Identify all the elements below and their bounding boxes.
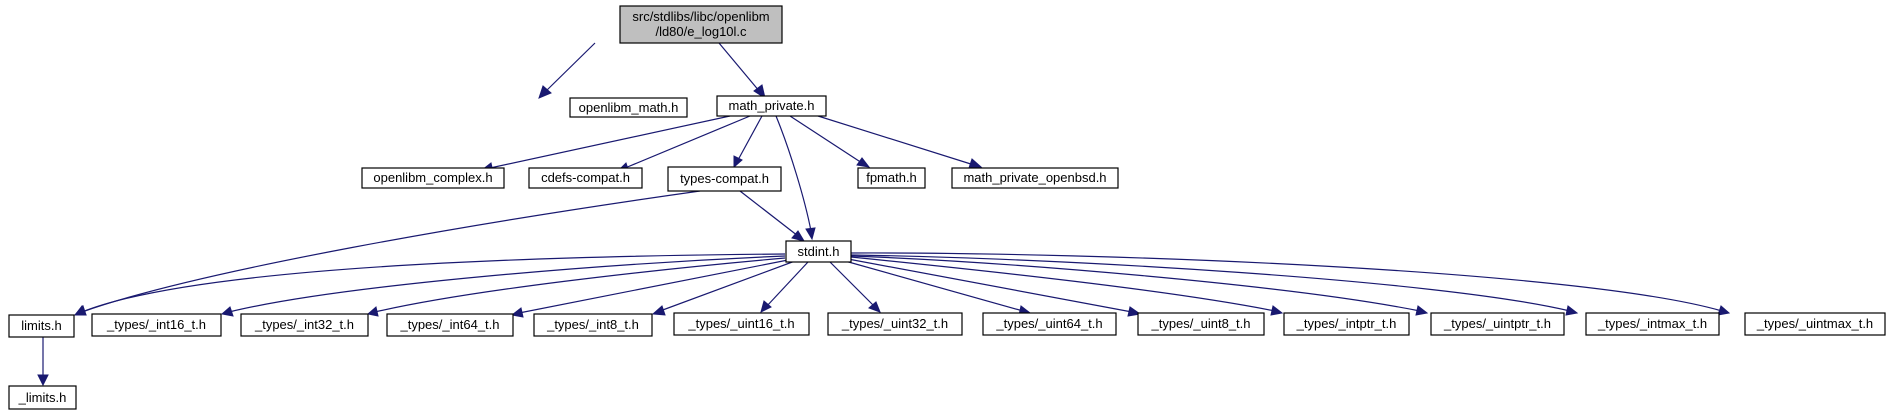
svg-text:fpmath.h: fpmath.h bbox=[866, 170, 917, 185]
edge-stdint-to-limits bbox=[73, 253, 786, 316]
svg-text:_types/_uintptr_t.h: _types/_uintptr_t.h bbox=[1443, 316, 1551, 331]
node-openlibm-complex-h[interactable]: openlibm_complex.h bbox=[361, 167, 505, 189]
node-int16-t-h[interactable]: _types/_int16_t.h bbox=[91, 313, 222, 337]
edge-math-private-to-stdint bbox=[775, 115, 816, 241]
svg-text:openlibm_math.h: openlibm_math.h bbox=[579, 100, 679, 115]
svg-text:/ld80/e_log10l.c: /ld80/e_log10l.c bbox=[655, 24, 747, 39]
edge-math-private-to-fpmath bbox=[789, 115, 871, 168]
node-math-private-openbsd-h[interactable]: math_private_openbsd.h bbox=[951, 167, 1119, 189]
edge-stdint-to-int64 bbox=[510, 259, 789, 318]
node-uint8-t-h[interactable]: _types/_uint8_t.h bbox=[1137, 312, 1265, 336]
node-int32-t-h[interactable]: _types/_int32_t.h bbox=[240, 313, 369, 337]
node-int64-t-h[interactable]: _types/_int64_t.h bbox=[386, 313, 514, 337]
node-root-file: src/stdlibs/libc/openlibm /ld80/e_log10l… bbox=[619, 5, 783, 44]
edge-limits-to-_limits bbox=[37, 337, 49, 387]
svg-text:_types/_uintmax_t.h: _types/_uintmax_t.h bbox=[1756, 316, 1873, 331]
edge-stdint-to-uint16 bbox=[760, 261, 809, 313]
svg-text:math_private.h: math_private.h bbox=[729, 98, 815, 113]
node-openlibm-math-h[interactable]: openlibm_math.h bbox=[569, 97, 688, 118]
svg-text:limits.h: limits.h bbox=[21, 318, 61, 333]
svg-text:_types/_int16_t.h: _types/_int16_t.h bbox=[106, 317, 206, 332]
edge-root-to-math-private bbox=[718, 42, 766, 100]
node-limits-h[interactable]: limits.h bbox=[8, 314, 75, 338]
edge-stdint-to-intmax bbox=[850, 254, 1579, 316]
svg-text:_types/_uint32_t.h: _types/_uint32_t.h bbox=[841, 316, 948, 331]
node-uint64-t-h[interactable]: _types/_uint64_t.h bbox=[982, 312, 1117, 336]
svg-text:src/stdlibs/libc/openlibm: src/stdlibs/libc/openlibm bbox=[632, 9, 769, 24]
node-stdint-h[interactable]: stdint.h bbox=[785, 240, 852, 263]
svg-text:_types/_uint64_t.h: _types/_uint64_t.h bbox=[995, 316, 1102, 331]
svg-text:math_private_openbsd.h: math_private_openbsd.h bbox=[963, 170, 1106, 185]
edge-root-to-openlibm-math bbox=[538, 42, 596, 99]
svg-text:cdefs-compat.h: cdefs-compat.h bbox=[541, 170, 630, 185]
edge-stdint-to-uintptr bbox=[850, 255, 1429, 316]
node-uint32-t-h[interactable]: _types/_uint32_t.h bbox=[827, 312, 963, 336]
edge-stdint-to-int8 bbox=[651, 260, 796, 316]
node-cdefs-compat-h[interactable]: cdefs-compat.h bbox=[528, 167, 643, 189]
node-intptr-t-h[interactable]: _types/_intptr_t.h bbox=[1283, 312, 1410, 336]
edge-math-private-to-cdefs-compat bbox=[616, 115, 751, 173]
svg-text:_types/_intmax_t.h: _types/_intmax_t.h bbox=[1597, 316, 1707, 331]
edge-stdint-to-uint8 bbox=[847, 258, 1142, 317]
node-intmax-t-h[interactable]: _types/_intmax_t.h bbox=[1585, 312, 1720, 336]
edge-stdint-to-uint32 bbox=[829, 261, 881, 313]
svg-text:_types/_uint8_t.h: _types/_uint8_t.h bbox=[1150, 316, 1250, 331]
edge-stdint-to-int16 bbox=[220, 255, 786, 317]
node-uintmax-t-h[interactable]: _types/_uintmax_t.h bbox=[1744, 312, 1886, 336]
node-uint16-t-h[interactable]: _types/_uint16_t.h bbox=[673, 312, 810, 336]
node-math-private-h[interactable]: math_private.h bbox=[716, 95, 827, 117]
node-_limits-h[interactable]: _limits.h bbox=[8, 385, 77, 410]
svg-text:_types/_int32_t.h: _types/_int32_t.h bbox=[254, 317, 354, 332]
node-types-compat-h[interactable]: types-compat.h bbox=[667, 166, 782, 192]
node-uintptr-t-h[interactable]: _types/_uintptr_t.h bbox=[1430, 312, 1565, 336]
node-fpmath-h[interactable]: fpmath.h bbox=[857, 167, 926, 189]
svg-text:types-compat.h: types-compat.h bbox=[680, 171, 769, 186]
svg-text:_limits.h: _limits.h bbox=[18, 390, 67, 405]
edge-math-private-to-openlibm-complex bbox=[480, 115, 731, 173]
svg-text:stdint.h: stdint.h bbox=[798, 244, 840, 259]
svg-text:_types/_uint16_t.h: _types/_uint16_t.h bbox=[687, 316, 794, 331]
svg-text:_types/_int8_t.h: _types/_int8_t.h bbox=[546, 317, 639, 332]
edge-math-private-to-math-private-openbsd bbox=[817, 115, 983, 169]
edge-stdint-to-int32 bbox=[366, 257, 786, 317]
svg-text:_types/_int64_t.h: _types/_int64_t.h bbox=[399, 317, 499, 332]
node-int8-t-h[interactable]: _types/_int8_t.h bbox=[533, 313, 653, 337]
edge-math-private-to-types-compat bbox=[733, 115, 763, 169]
svg-text:openlibm_complex.h: openlibm_complex.h bbox=[373, 170, 492, 185]
edge-types-compat-to-stdint bbox=[739, 190, 806, 242]
svg-text:_types/_intptr_t.h: _types/_intptr_t.h bbox=[1296, 316, 1397, 331]
edge-stdint-to-intptr bbox=[850, 256, 1284, 316]
edge-stdint-to-uintmax bbox=[850, 252, 1731, 316]
